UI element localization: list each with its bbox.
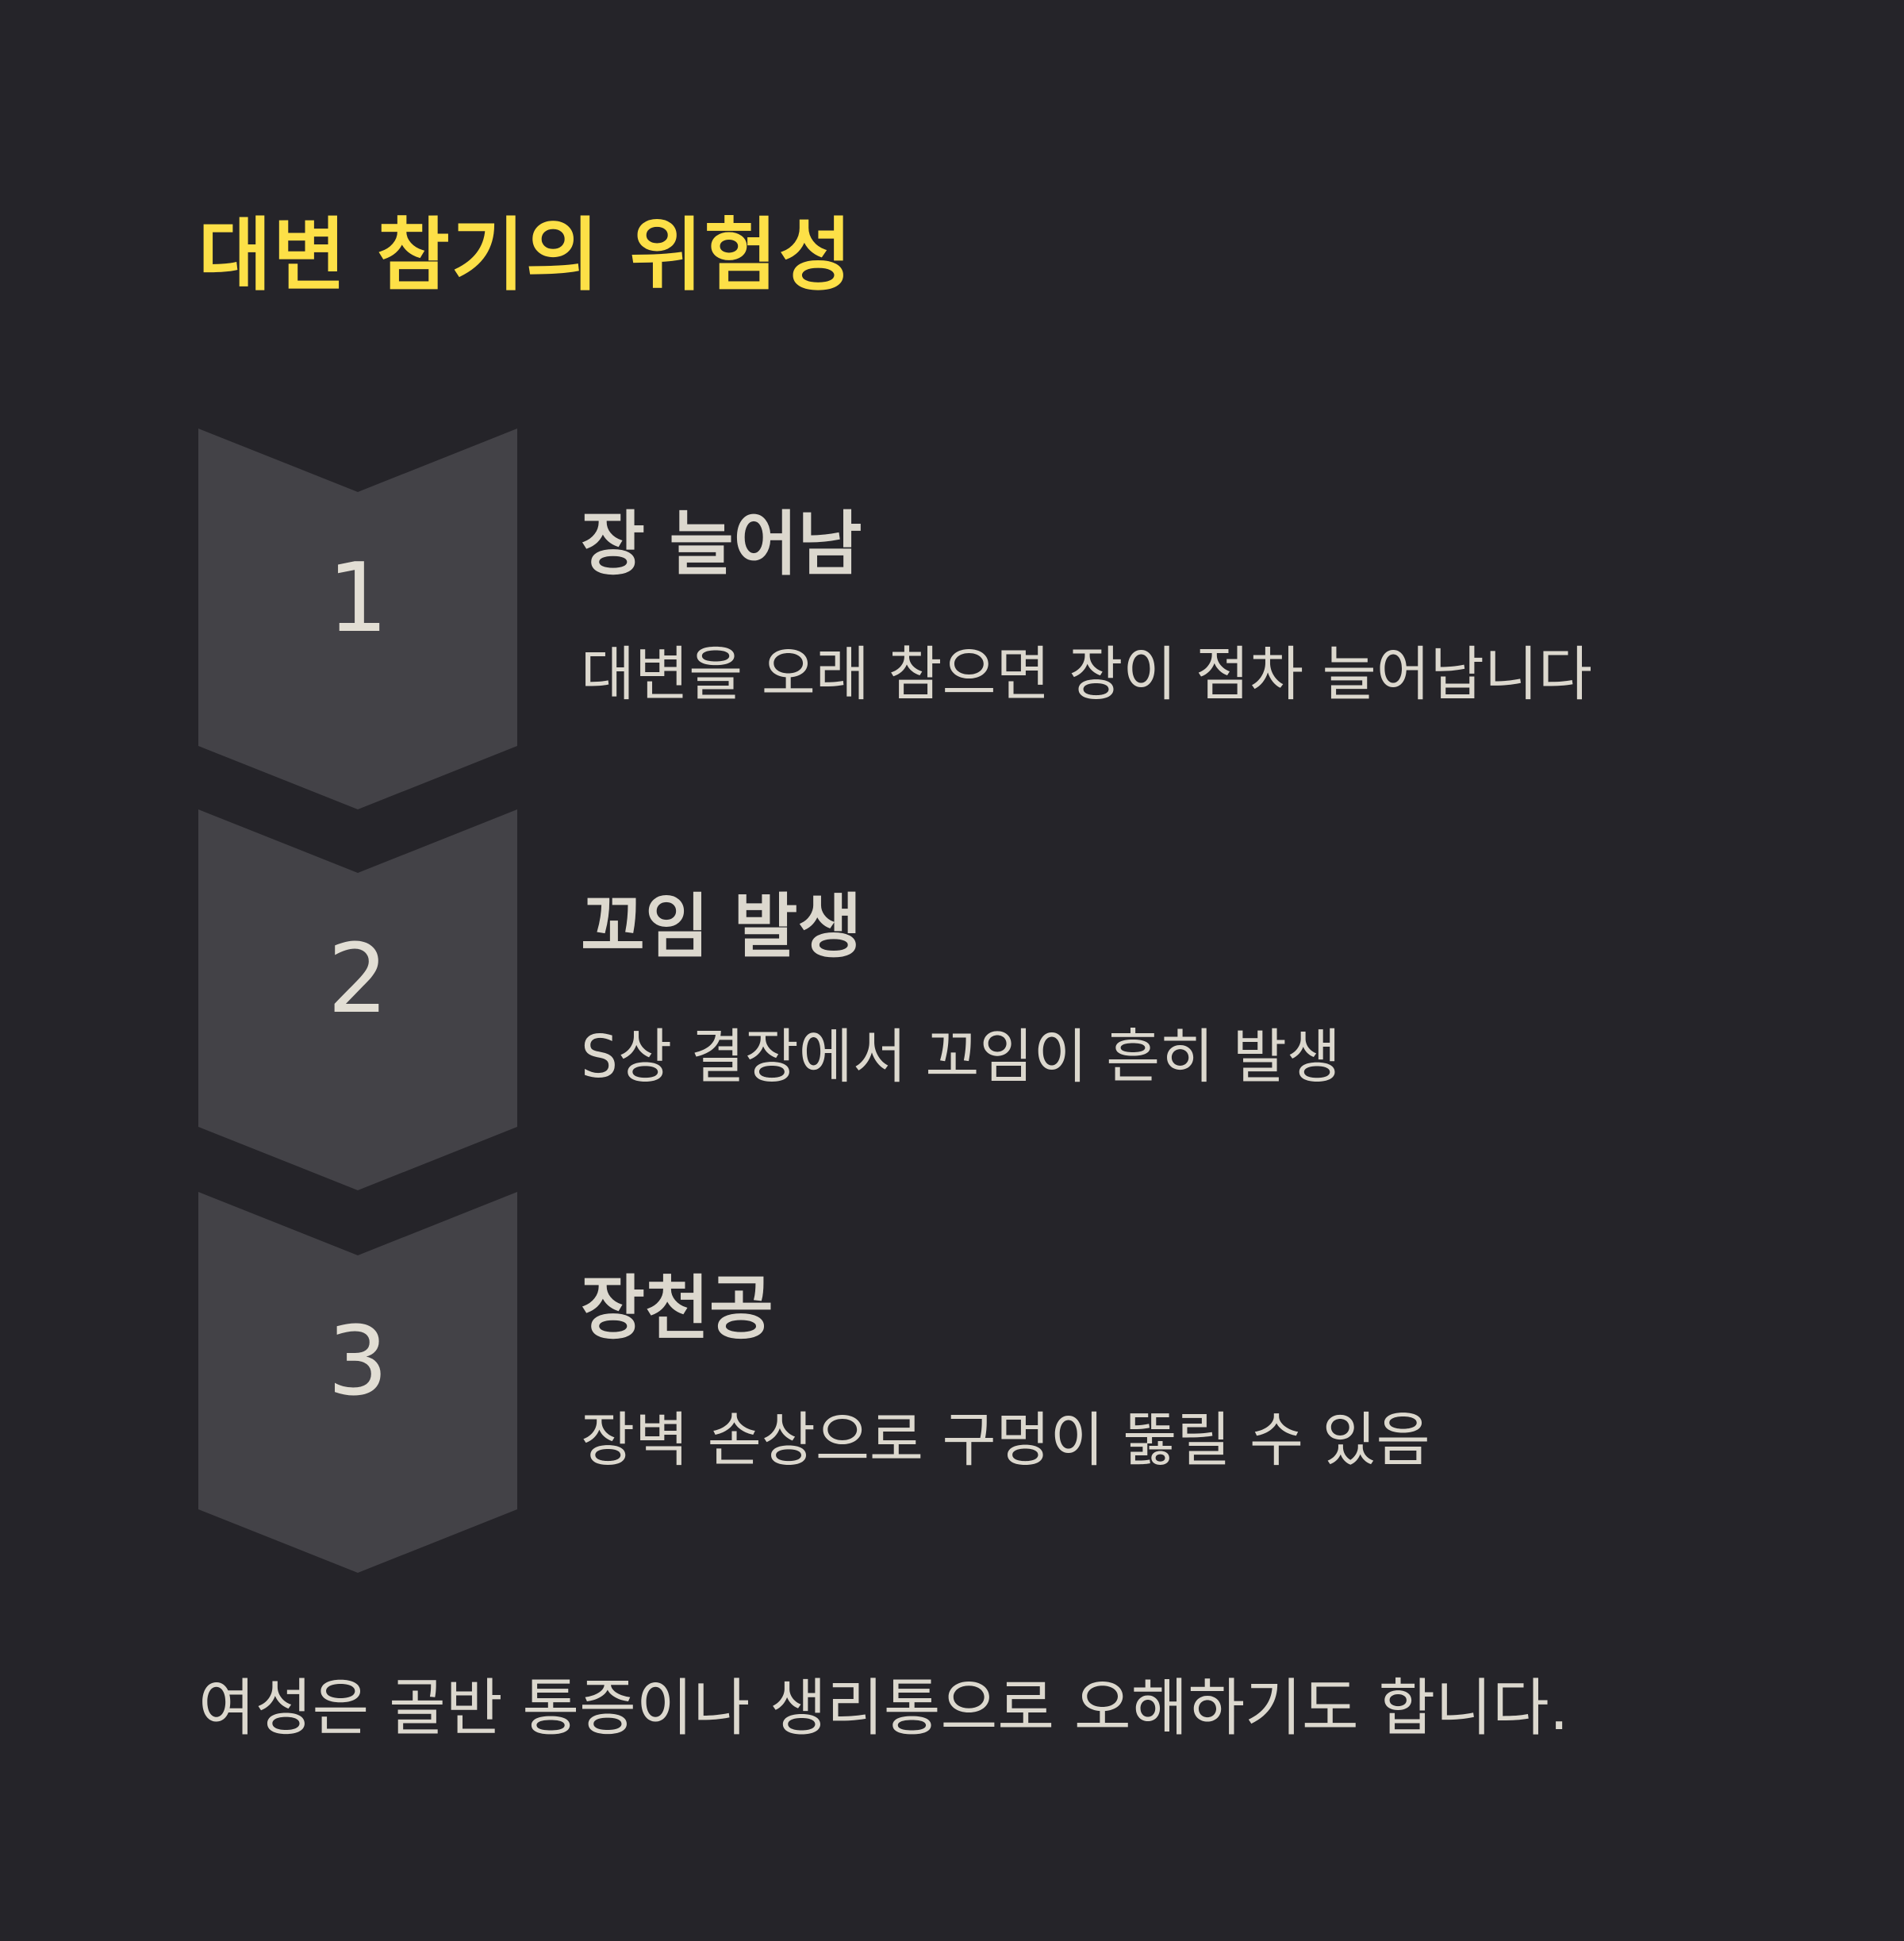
step-number: 2 xyxy=(327,924,389,1035)
step-1: 1 xyxy=(198,429,517,809)
step-3-description: 장벽 손상으로 구멍이 뚫릴 수 있음 xyxy=(581,1406,1430,1474)
page-title: 대변 참기의 위험성 xyxy=(198,209,854,302)
footer-note: 여성은 골반 통증이나 생리통으로 오해하기도 합니다. xyxy=(198,1673,1569,1744)
step-number: 1 xyxy=(327,544,389,654)
chevron-shape xyxy=(198,429,517,809)
step-1-heading: 장 늘어남 xyxy=(581,503,862,585)
step-2: 2 xyxy=(198,809,517,1190)
step-1-description: 대변을 오래 참으면 장이 점차 늘어납니다 xyxy=(581,640,1592,709)
chevron-shape xyxy=(198,809,517,1190)
step-2-heading: 꼬임 발생 xyxy=(581,886,862,967)
step-3: 3 xyxy=(198,1192,517,1573)
step-3-heading: 장천공 xyxy=(581,1267,774,1349)
step-number: 3 xyxy=(327,1307,389,1417)
chevron-shape xyxy=(198,1192,517,1573)
step-2-description: S상 결장에서 꼬임이 흔히 발생 xyxy=(581,1023,1342,1091)
